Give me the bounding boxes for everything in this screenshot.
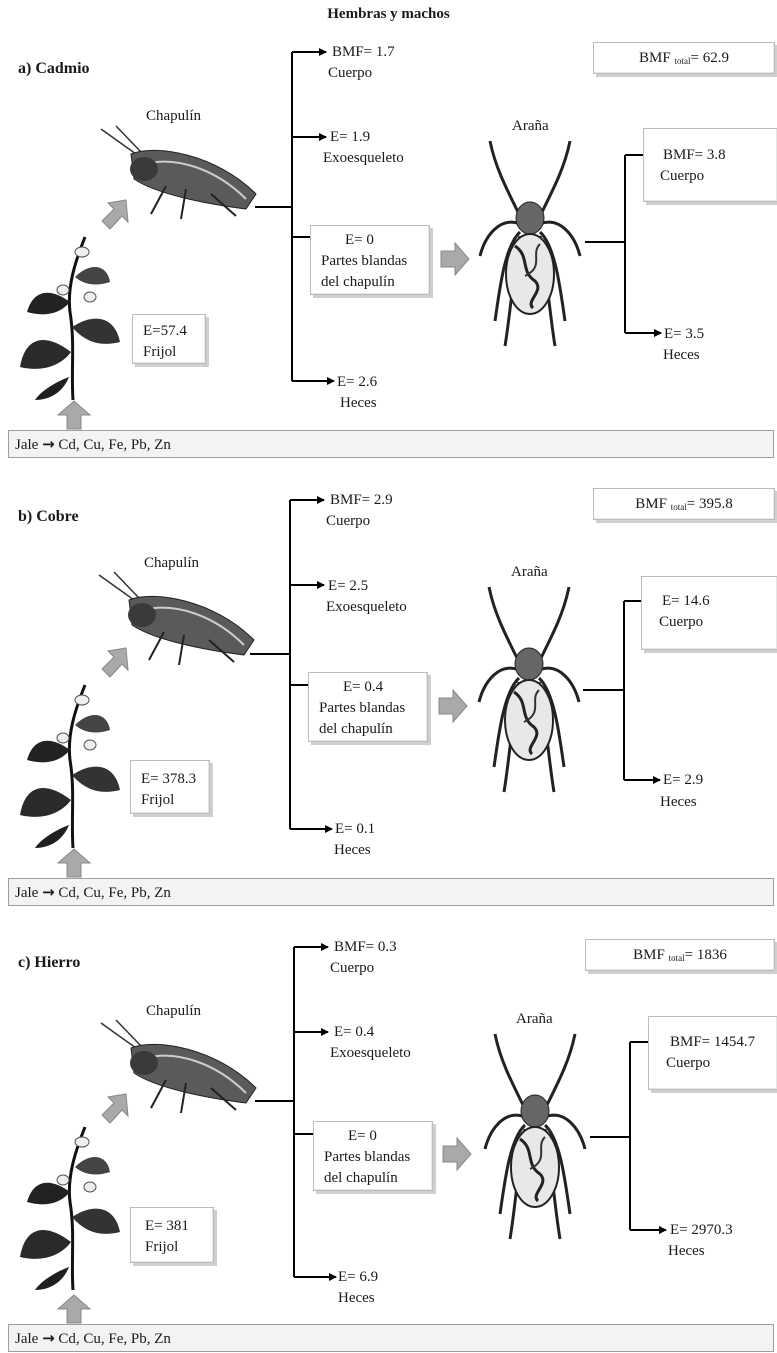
arana-cuerpo-label: Cuerpo [666, 1053, 710, 1074]
chapulin-exo-label: Exoesqueleto [323, 148, 404, 169]
chapulin-cuerpo-label: Cuerpo [328, 63, 372, 84]
chapulin-exo-label: Exoesqueleto [330, 1043, 411, 1064]
arana-heces-label: Heces [660, 792, 697, 813]
chapulin-heces-value: E= 2.6 [337, 372, 377, 393]
chapulin-heces-label: Heces [340, 393, 377, 414]
partes-blandas-box: E= 0.4 Partes blandas del chapulín [308, 672, 428, 742]
arana-heces-value: E= 2970.3 [670, 1220, 733, 1241]
arana-label: Araña [516, 1009, 553, 1030]
spider-icon [480, 1029, 590, 1244]
arana-cuerpo-value: BMF= 3.8 [663, 145, 726, 166]
arana-label: Araña [512, 116, 549, 137]
arana-heces-value: E= 3.5 [664, 324, 704, 345]
chapulin-cuerpo-label: Cuerpo [326, 511, 370, 532]
chapulin-heces-label: Heces [334, 840, 371, 861]
arana-cuerpo-value: E= 14.6 [662, 591, 710, 612]
spider-icon [475, 136, 585, 351]
chapulin-exo-value: E= 0.4 [334, 1022, 374, 1043]
chapulin-heces-label: Heces [338, 1288, 375, 1309]
partes-blandas-box: E= 0 Partes blandas del chapulín [310, 225, 430, 295]
chapulin-cuerpo-value: BMF= 0.3 [334, 937, 397, 958]
chapulin-heces-value: E= 0.1 [335, 819, 375, 840]
right-arrow-icon [438, 689, 468, 723]
right-arrow-icon [442, 1137, 472, 1171]
partes-blandas-box: E= 0 Partes blandas del chapulín [313, 1121, 433, 1191]
arana-cuerpo-label: Cuerpo [660, 166, 704, 187]
chapulin-cuerpo-value: BMF= 2.9 [330, 490, 393, 511]
chapulin-cuerpo-value: BMF= 1.7 [332, 42, 395, 63]
arana-label: Araña [511, 562, 548, 583]
arana-heces-label: Heces [663, 345, 700, 366]
chapulin-exo-value: E= 1.9 [330, 127, 370, 148]
arana-cuerpo-value: BMF= 1454.7 [670, 1032, 755, 1053]
chapulin-cuerpo-label: Cuerpo [330, 958, 374, 979]
arana-heces-value: E= 2.9 [663, 770, 703, 791]
spider-icon [474, 582, 584, 797]
chapulin-exo-label: Exoesqueleto [326, 597, 407, 618]
arana-cuerpo-label: Cuerpo [659, 612, 703, 633]
right-arrow-icon [440, 242, 470, 276]
arana-heces-label: Heces [668, 1241, 705, 1262]
chapulin-exo-value: E= 2.5 [328, 576, 368, 597]
chapulin-heces-value: E= 6.9 [338, 1267, 378, 1288]
